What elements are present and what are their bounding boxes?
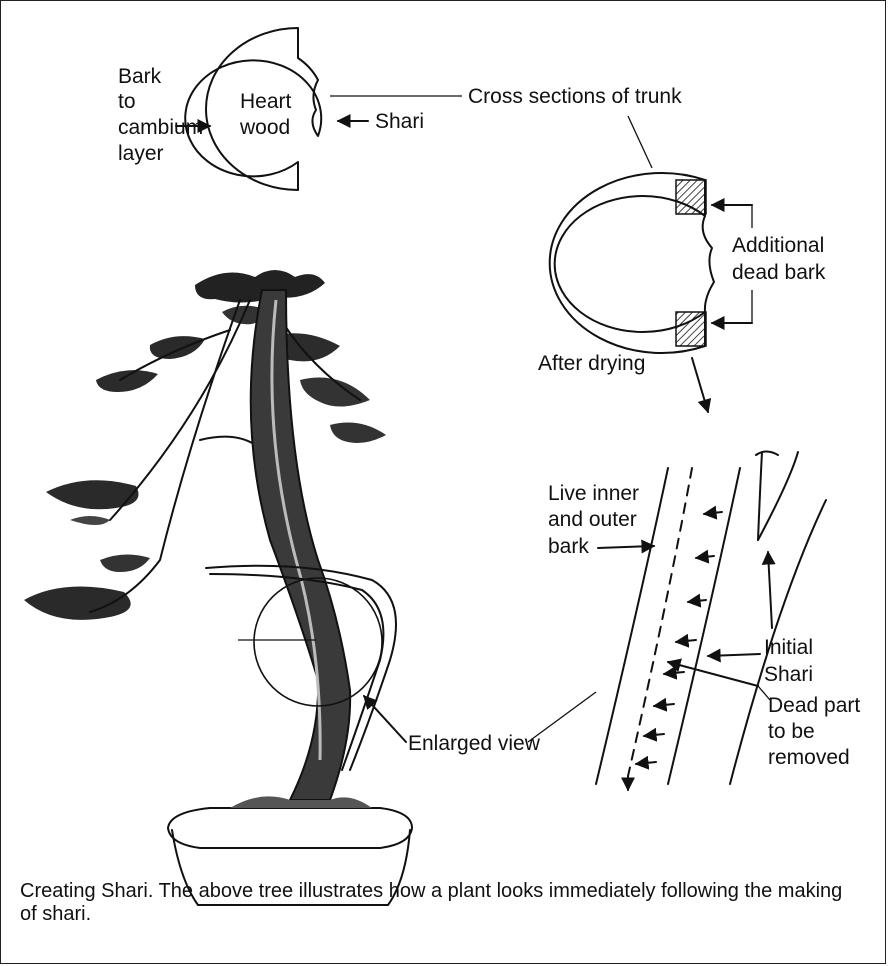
figure-caption: Creating Shari. The above tree illustrat… xyxy=(20,880,860,926)
svg-text:Bark: Bark xyxy=(118,65,162,88)
svg-text:dead bark: dead bark xyxy=(732,261,826,284)
label-heart-wood: Heart wood xyxy=(239,90,292,139)
svg-text:to be: to be xyxy=(768,720,815,743)
svg-text:Additional: Additional xyxy=(732,234,824,257)
label-live-bark: Live inner and outer bark xyxy=(548,482,654,558)
cross-section-dried xyxy=(550,173,714,353)
svg-text:bark: bark xyxy=(548,535,589,558)
svg-text:layer: layer xyxy=(118,142,164,165)
label-initial-shari: Initial Shari xyxy=(708,552,813,686)
svg-text:Heart: Heart xyxy=(240,90,292,113)
bonsai-tree-illustration xyxy=(24,270,412,905)
svg-text:Dead part: Dead part xyxy=(768,694,860,717)
svg-text:cambium: cambium xyxy=(118,116,203,139)
label-additional-dead-bark: Additional dead bark xyxy=(712,205,826,323)
svg-text:Shari: Shari xyxy=(375,110,424,133)
label-shari: Shari xyxy=(338,110,424,133)
svg-text:After drying: After drying xyxy=(538,352,645,375)
svg-text:Shari: Shari xyxy=(764,663,813,686)
svg-text:wood: wood xyxy=(239,116,290,139)
svg-text:removed: removed xyxy=(768,746,850,769)
svg-text:Live inner: Live inner xyxy=(548,482,639,505)
svg-text:Enlarged view: Enlarged view xyxy=(408,732,541,755)
label-after-drying: After drying xyxy=(538,352,708,412)
svg-text:and outer: and outer xyxy=(548,508,637,531)
svg-text:Initial: Initial xyxy=(764,636,813,659)
label-enlarged-view: Enlarged view xyxy=(364,692,596,755)
svg-text:to: to xyxy=(118,90,136,113)
svg-text:Cross sections of trunk: Cross sections of trunk xyxy=(468,85,682,108)
